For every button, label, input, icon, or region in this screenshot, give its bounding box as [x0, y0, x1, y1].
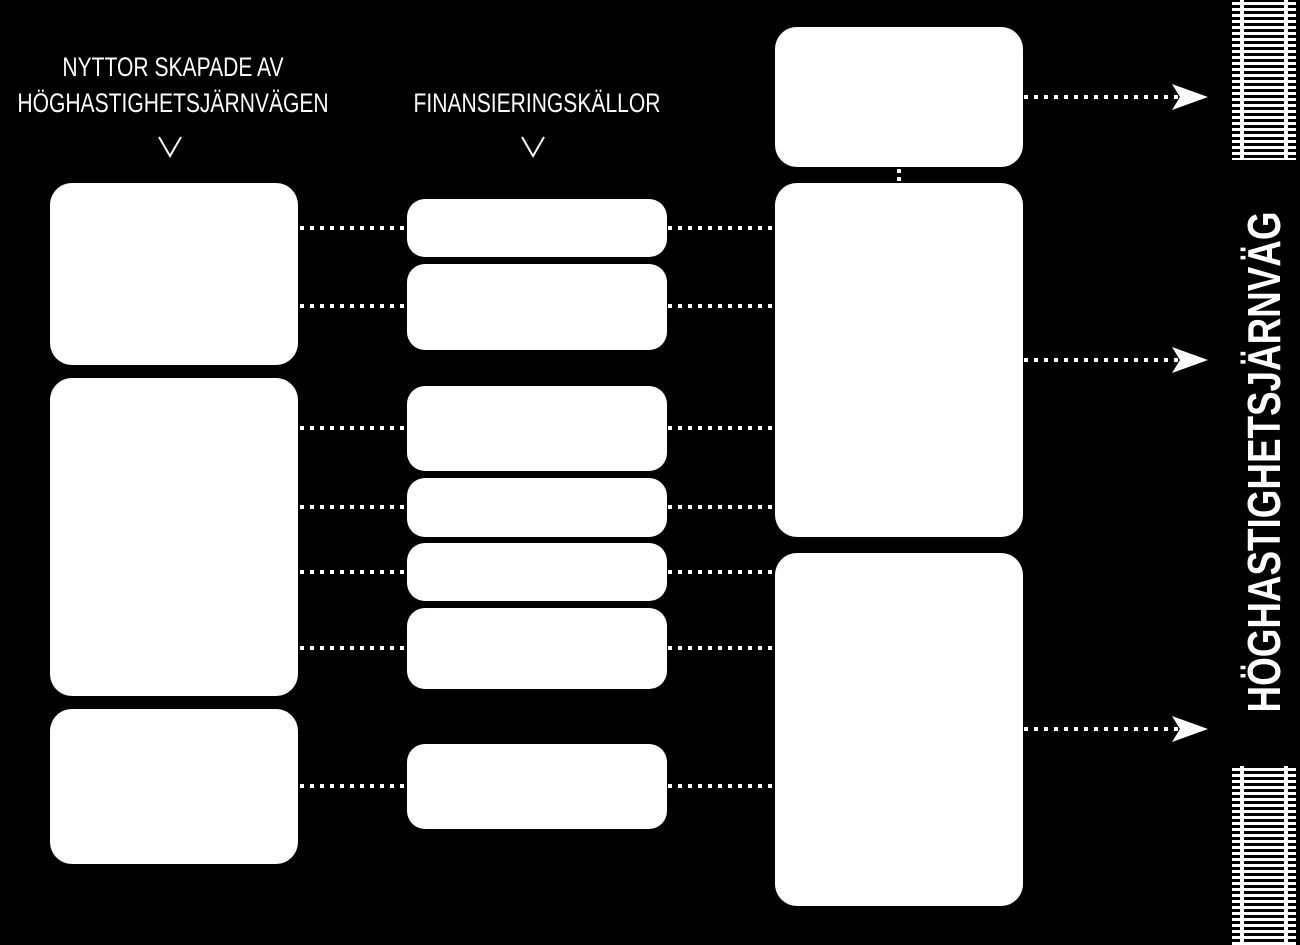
- railway-tie: [1232, 936, 1296, 939]
- railway-tie: [1232, 882, 1296, 885]
- railway-tie: [1232, 122, 1296, 125]
- benefits-heading-line2: HÖGHASTIGHETSJÄRNVÄGEN: [17, 88, 329, 118]
- railway-tie: [1232, 894, 1296, 897]
- target-box-3: [775, 553, 1023, 906]
- sources-heading-text: FINANSIERINGSKÄLLOR: [413, 88, 661, 118]
- benefit-box-3: [50, 709, 298, 864]
- railway-tie: [1232, 822, 1296, 825]
- benefits-heading: NYTTOR SKAPADE AV HÖGHASTIGHETSJÄRNVÄGEN: [17, 49, 329, 121]
- source-box-5: [407, 543, 667, 601]
- railway-tie: [1232, 128, 1296, 131]
- railway-tie: [1232, 912, 1296, 915]
- railway-tie: [1232, 134, 1296, 137]
- source-box-3: [407, 386, 667, 471]
- railway-tie: [1232, 74, 1296, 77]
- railway-tie: [1232, 104, 1296, 107]
- railway-tie: [1232, 158, 1296, 160]
- railway-tie: [1232, 918, 1296, 921]
- target-box-2: [775, 183, 1023, 537]
- source-box-7: [407, 744, 667, 829]
- railway-tie: [1232, 786, 1296, 789]
- railway-tie: [1232, 116, 1296, 119]
- railway-tie: [1232, 56, 1296, 59]
- railway-tie: [1232, 774, 1296, 777]
- railway-tie: [1232, 86, 1296, 89]
- railway-track-icon: [1232, 766, 1296, 945]
- railway-tie: [1232, 780, 1296, 783]
- railway-tie: [1232, 798, 1296, 801]
- railway-tie: [1232, 20, 1296, 23]
- railway-tie: [1232, 846, 1296, 849]
- chevron-down-icon: [521, 136, 545, 158]
- railway-tie: [1232, 834, 1296, 837]
- railway-tie: [1232, 152, 1296, 155]
- chevron-down-icon: [158, 136, 182, 158]
- railway-track-icon: [1232, 0, 1296, 160]
- railway-tie: [1232, 930, 1296, 933]
- railway-tie: [1232, 942, 1296, 945]
- railway-tie: [1232, 8, 1296, 11]
- source-box-2: [407, 264, 667, 350]
- railway-tie: [1232, 62, 1296, 65]
- railway-tie: [1232, 906, 1296, 909]
- railway-tie: [1232, 50, 1296, 53]
- railway-tie: [1232, 38, 1296, 41]
- railway-tie: [1232, 828, 1296, 831]
- railway-tie: [1232, 68, 1296, 71]
- railway-tie: [1232, 110, 1296, 113]
- sources-heading: FINANSIERINGSKÄLLOR: [381, 85, 693, 121]
- arrow-right-icon: [1172, 716, 1208, 742]
- benefits-heading-line1: NYTTOR SKAPADE AV: [62, 52, 284, 82]
- source-box-6: [407, 608, 667, 689]
- source-box-4: [407, 478, 667, 537]
- arrow-right-icon: [1172, 84, 1208, 110]
- railway-tie: [1232, 858, 1296, 861]
- railway-tie: [1232, 768, 1296, 771]
- target-box-1: [775, 27, 1023, 167]
- railway-tie: [1232, 840, 1296, 843]
- railway-tie: [1232, 876, 1296, 879]
- railway-tie: [1232, 900, 1296, 903]
- railway-tie: [1232, 816, 1296, 819]
- railway-tie: [1232, 924, 1296, 927]
- vertical-title-text: HÖGHASTIGHETSJÄRNVÄG: [1238, 211, 1290, 713]
- source-box-1: [407, 199, 667, 257]
- railway-tie: [1232, 864, 1296, 867]
- railway-tie: [1232, 92, 1296, 95]
- railway-tie: [1232, 804, 1296, 807]
- railway-tie: [1232, 44, 1296, 47]
- vertical-title: HÖGHASTIGHETSJÄRNVÄG: [1238, 212, 1300, 713]
- benefit-box-1: [50, 183, 298, 365]
- railway-tie: [1232, 14, 1296, 17]
- arrow-right-icon: [1172, 347, 1208, 373]
- railway-tie: [1232, 98, 1296, 101]
- railway-tie: [1232, 140, 1296, 143]
- railway-tie: [1232, 888, 1296, 891]
- railway-tie: [1232, 810, 1296, 813]
- railway-tie: [1232, 26, 1296, 29]
- railway-tie: [1232, 146, 1296, 149]
- railway-tie: [1232, 852, 1296, 855]
- railway-tie: [1232, 870, 1296, 873]
- railway-tie: [1232, 792, 1296, 795]
- railway-tie: [1232, 32, 1296, 35]
- benefit-box-2: [50, 378, 298, 696]
- railway-tie: [1232, 2, 1296, 5]
- railway-tie: [1232, 80, 1296, 83]
